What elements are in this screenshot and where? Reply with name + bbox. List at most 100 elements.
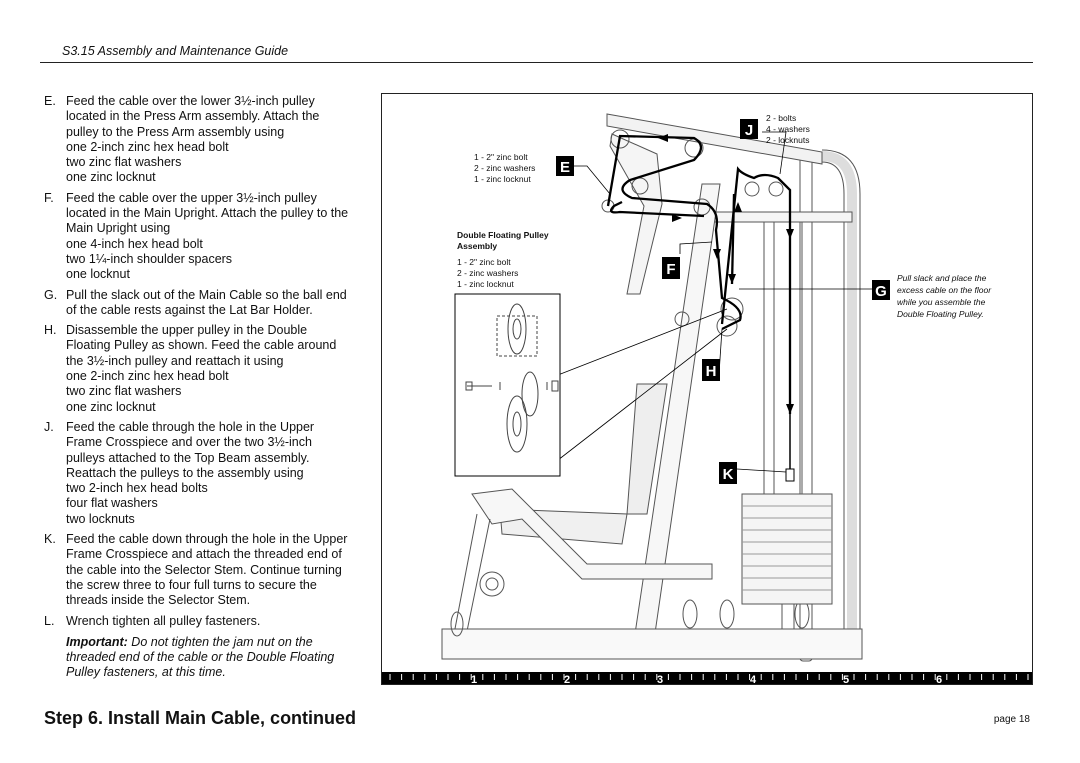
ruler-label: 4 (750, 674, 757, 684)
step-line: the screw three to four full turns to se… (66, 577, 317, 592)
right-upright (821, 151, 857, 659)
step-line: Pull the slack out of the Main Cable so … (66, 287, 347, 302)
step-part: one locknut (66, 267, 130, 282)
step-line: pulleys attached to the Top Beam assembl… (66, 450, 310, 465)
step-part: two locknuts (66, 511, 135, 526)
step-line: the cable into the Selector Stem. Contin… (66, 562, 342, 577)
callout-j-part: 4 - washers (766, 124, 810, 134)
step-line: Disassemble the upper pulley in the Doub… (66, 323, 308, 338)
step-k: K. Feed the cable down through the hole … (44, 532, 364, 608)
press-arm-pulley (610, 129, 630, 149)
step-part: one zinc locknut (66, 170, 156, 185)
step-l: L. Wrench tighten all pulley fasteners. (44, 614, 364, 629)
assembly-figure: E J F G H K 1 - 2" zinc bolt 2 - zinc wa… (381, 93, 1033, 685)
step-line: Reattach the pulleys to the assembly usi… (66, 465, 304, 480)
header-rule (40, 62, 1033, 63)
important-line: threaded end of the cable or the Double … (66, 650, 335, 665)
callout-g-letter: G (875, 283, 887, 300)
step-letter: F. (44, 190, 54, 205)
callout-e-part: 1 - zinc locknut (474, 174, 531, 184)
scale-ruler (382, 672, 1032, 684)
step-line: located in the Press Arm assembly. Attac… (66, 109, 320, 124)
instruction-steps: E. Feed the cable over the lower 3½-inch… (44, 94, 364, 681)
callout-f-part: 2 - zinc washers (457, 268, 518, 278)
step-letter: J. (44, 419, 54, 434)
weight-stack (741, 493, 833, 605)
callout-e-part: 1 - 2" zinc bolt (474, 152, 528, 162)
callout-g-note: excess cable on the floor (897, 285, 992, 295)
callout-boxes (556, 119, 890, 484)
important-line: Do not tighten the jam nut on the (127, 634, 313, 649)
callout-g-note: Pull slack and place the (897, 273, 987, 283)
step-letter: E. (44, 94, 56, 108)
ruler-label: 2 (564, 674, 570, 684)
step-line: Feed the cable over the lower 3½-inch pu… (66, 94, 315, 108)
step-line: of the cable rests against the Lat Bar H… (66, 302, 313, 317)
step-j: J. Feed the cable through the hole in th… (44, 420, 364, 527)
step-letter: L. (44, 613, 55, 628)
callout-j-part: 2 - locknuts (766, 135, 809, 145)
main-cable (606, 134, 742, 331)
crosspiece-pulley-left (744, 181, 760, 197)
callout-f-part: 1 - zinc locknut (457, 279, 514, 289)
important-line: Pulley fasteners, at this time. (66, 665, 226, 680)
ruler-label: 3 (657, 674, 663, 684)
selector-stem (785, 468, 795, 482)
step-letter: G. (44, 287, 58, 302)
step-part: two zinc flat washers (66, 155, 182, 170)
step-line: the 3½-inch pulley and reattach it using (66, 353, 284, 368)
step-title: Step 6. Install Main Cable, continued (44, 708, 357, 728)
ruler-label: 1 (471, 674, 477, 684)
step-part: two 2-inch hex head bolts (66, 481, 208, 496)
callout-g-note: while you assemble the (897, 297, 986, 307)
ruler-label: 5 (843, 674, 849, 684)
step-line: Frame Crosspiece and over the two 3½-inc… (66, 435, 312, 450)
step-part: one 2-inch zinc hex head bolt (66, 369, 229, 384)
step-line: Floating Pulley as shown. Feed the cable… (66, 338, 337, 353)
callout-j-part: 2 - bolts (766, 113, 796, 123)
pulley-detail-drawing (465, 303, 559, 453)
floating-pulley-lower (716, 315, 738, 337)
callout-f-title: Assembly (457, 241, 497, 251)
step-part: one zinc locknut (66, 399, 156, 414)
callout-g-note: Double Floating Pulley. (897, 309, 984, 319)
step-part: one 2-inch zinc hex head bolt (66, 139, 229, 154)
callout-f-title: Double Floating Pulley (457, 230, 549, 240)
floating-pulley-upper (720, 297, 744, 321)
ruler-label: 6 (936, 674, 942, 684)
header-title: S3.15 Assembly and Maintenance Guide (62, 44, 289, 58)
step-e: E. Feed the cable over the lower 3½-inch… (44, 94, 364, 186)
callout-e-part: 2 - zinc washers (474, 163, 535, 173)
crosspiece-pulley-right (768, 181, 784, 197)
step-line: Feed the cable over the upper 3½-inch pu… (66, 190, 317, 205)
step-line: Feed the cable down through the hole in … (66, 532, 348, 547)
step-letter: K. (44, 532, 56, 547)
step-line: Main Upright using (66, 221, 171, 236)
step-letter: H. (44, 323, 57, 338)
leg-frame (471, 488, 713, 580)
top-beam (606, 113, 823, 165)
callout-h-letter: H (706, 363, 717, 380)
step-h: H. Disassemble the upper pulley in the D… (44, 323, 364, 415)
step-line: pulley to the Press Arm assembly using (66, 124, 285, 139)
backrest (626, 383, 668, 515)
callout-j-letter: J (745, 122, 753, 139)
step-line: threads inside the Selector Stem. (66, 593, 251, 608)
step-part: two zinc flat washers (66, 384, 182, 399)
callout-f-part: 1 - 2" zinc bolt (457, 257, 511, 267)
base-frame (441, 628, 863, 660)
step-line: located in the Main Upright. Attach the … (66, 206, 349, 221)
step-f: F. Feed the cable over the upper 3½-inch… (44, 191, 364, 283)
important-label: Important: (66, 634, 128, 649)
page-number: page 18 (993, 714, 1030, 725)
step-line: Wrench tighten all pulley fasteners. (66, 613, 261, 628)
step-part: four flat washers (66, 496, 158, 511)
step-g: G. Pull the slack out of the Main Cable … (44, 288, 364, 319)
callout-e-letter: E (560, 159, 570, 176)
callout-f-letter: F (666, 261, 675, 278)
important-note: Important: Do not tighten the jam nut on… (44, 635, 364, 681)
step-line: Frame Crosspiece and attach the threaded… (66, 547, 342, 562)
step-part: one 4-inch hex head bolt (66, 236, 203, 251)
gym-machine-illustration: E J F G H K 1 - 2" zinc bolt 2 - zinc wa… (382, 113, 1032, 684)
step-part: two 1¼-inch shoulder spacers (66, 251, 233, 266)
